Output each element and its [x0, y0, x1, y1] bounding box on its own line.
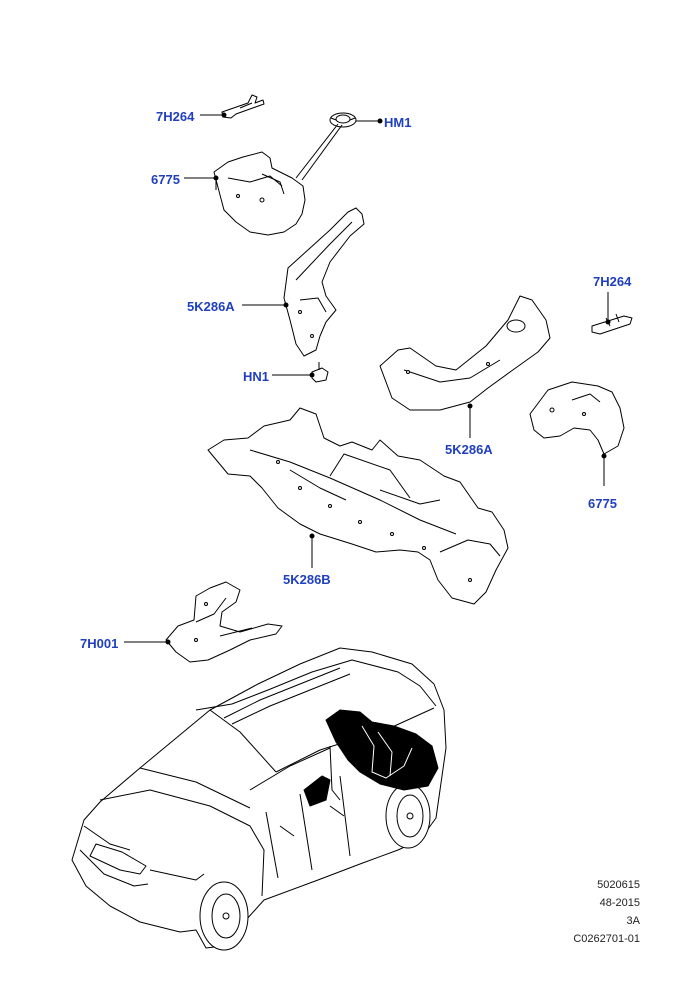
diagram-id-line-1: 5020615: [597, 879, 640, 891]
diagram-id-line-3: 3A: [626, 915, 640, 927]
part-5k286a-shield-right: [380, 296, 550, 410]
leader-lines: [124, 115, 608, 642]
diagram-id-line-4: C0262701-01: [573, 933, 640, 945]
part-7h264-clip-top: [222, 95, 264, 118]
callout-hm1[interactable]: HM1: [384, 115, 412, 130]
part-6775-shield-left: [214, 152, 305, 235]
diagram-id-line-2: 48-2015: [599, 897, 640, 909]
callout-7h264-top[interactable]: 7H264: [156, 109, 195, 124]
part-7h001-shield: [166, 582, 282, 662]
callout-7h264-right[interactable]: 7H264: [593, 274, 632, 289]
callout-6775-left[interactable]: 6775: [151, 172, 180, 187]
part-6775-shield-right: [530, 382, 624, 454]
callout-7h001[interactable]: 7H001: [80, 636, 119, 651]
callout-6775-right[interactable]: 6775: [588, 496, 617, 511]
part-hn1-nut: [312, 362, 328, 382]
vehicle-illustration: [72, 648, 446, 950]
callout-5k286a-right[interactable]: 5K286A: [445, 442, 493, 457]
callout-5k286b[interactable]: 5K286B: [283, 572, 331, 587]
callout-5k286a-upper[interactable]: 5K286A: [187, 299, 235, 314]
part-7h264-clip-right: [592, 314, 632, 334]
callout-hn1[interactable]: HN1: [243, 369, 270, 384]
part-5k286b-undertray: [208, 408, 508, 604]
part-5k286a-shield-upper: [284, 208, 364, 356]
part-hm1-fastener: [330, 113, 356, 127]
vehicle-highlight-shields: [304, 710, 438, 806]
